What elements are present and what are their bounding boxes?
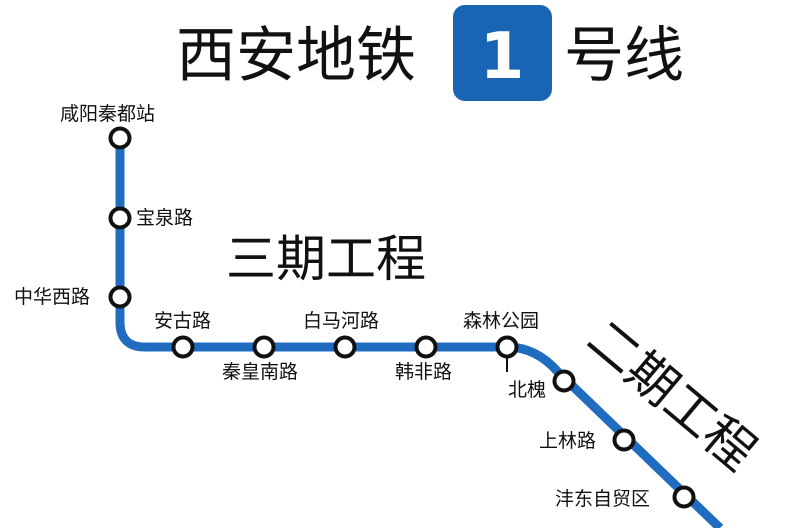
- station-marker[interactable]: [333, 335, 357, 359]
- station-fengdong-zimaoqu[interactable]: 沣东自贸区: [555, 485, 696, 511]
- station-label: 宝泉路: [136, 207, 193, 229]
- station-label: 沣东自贸区: [555, 488, 650, 510]
- station-label: 森林公园: [463, 310, 539, 332]
- line-1-route: [115, 138, 724, 528]
- phase-two-label: 二期工程: [576, 309, 766, 482]
- station-label: 北槐: [508, 379, 546, 401]
- title-suffix: 号线: [564, 21, 684, 91]
- station-hanfei-lu[interactable]: 韩非路: [395, 335, 452, 384]
- station-senlin-gongyuan[interactable]: 森林公园: [463, 310, 539, 359]
- station-shanglin-lu[interactable]: 上林路: [539, 428, 636, 452]
- station-marker[interactable]: [495, 335, 519, 359]
- station-marker[interactable]: [612, 428, 636, 452]
- station-label: 秦皇南路: [222, 361, 298, 383]
- station-baimahe-lu[interactable]: 白马河路: [303, 310, 379, 359]
- station-marker[interactable]: [108, 126, 132, 150]
- station-label: 白马河路: [303, 310, 379, 332]
- phase-three-label: 三期工程: [226, 230, 426, 288]
- station-marker[interactable]: [552, 369, 576, 393]
- station-marker[interactable]: [672, 485, 696, 509]
- station-marker[interactable]: [171, 335, 195, 359]
- station-angu-lu[interactable]: 安古路: [154, 310, 211, 359]
- station-label: 咸阳秦都站: [60, 103, 155, 125]
- station-marker[interactable]: [414, 335, 438, 359]
- station-label: 中华西路: [14, 286, 90, 308]
- station-xianyang-qindu[interactable]: 咸阳秦都站: [60, 103, 155, 150]
- station-beihuai[interactable]: 北槐: [508, 369, 576, 402]
- title-prefix: 西安地铁: [176, 21, 416, 91]
- station-zhonghua-xilu[interactable]: 中华西路: [14, 285, 132, 309]
- station-marker[interactable]: [252, 335, 276, 359]
- station-label: 安古路: [154, 310, 211, 332]
- station-label: 韩非路: [395, 361, 452, 383]
- line-number-badge: [453, 5, 552, 101]
- station-qinhuang-nanlu[interactable]: 秦皇南路: [222, 335, 298, 384]
- station-baoquan-lu[interactable]: 宝泉路: [108, 206, 194, 230]
- station-label: 上林路: [539, 430, 596, 452]
- map-title: 西安地铁 1 号线: [176, 5, 684, 101]
- station-marker[interactable]: [108, 206, 132, 230]
- station-marker[interactable]: [108, 285, 132, 309]
- line-number: 1: [480, 20, 525, 94]
